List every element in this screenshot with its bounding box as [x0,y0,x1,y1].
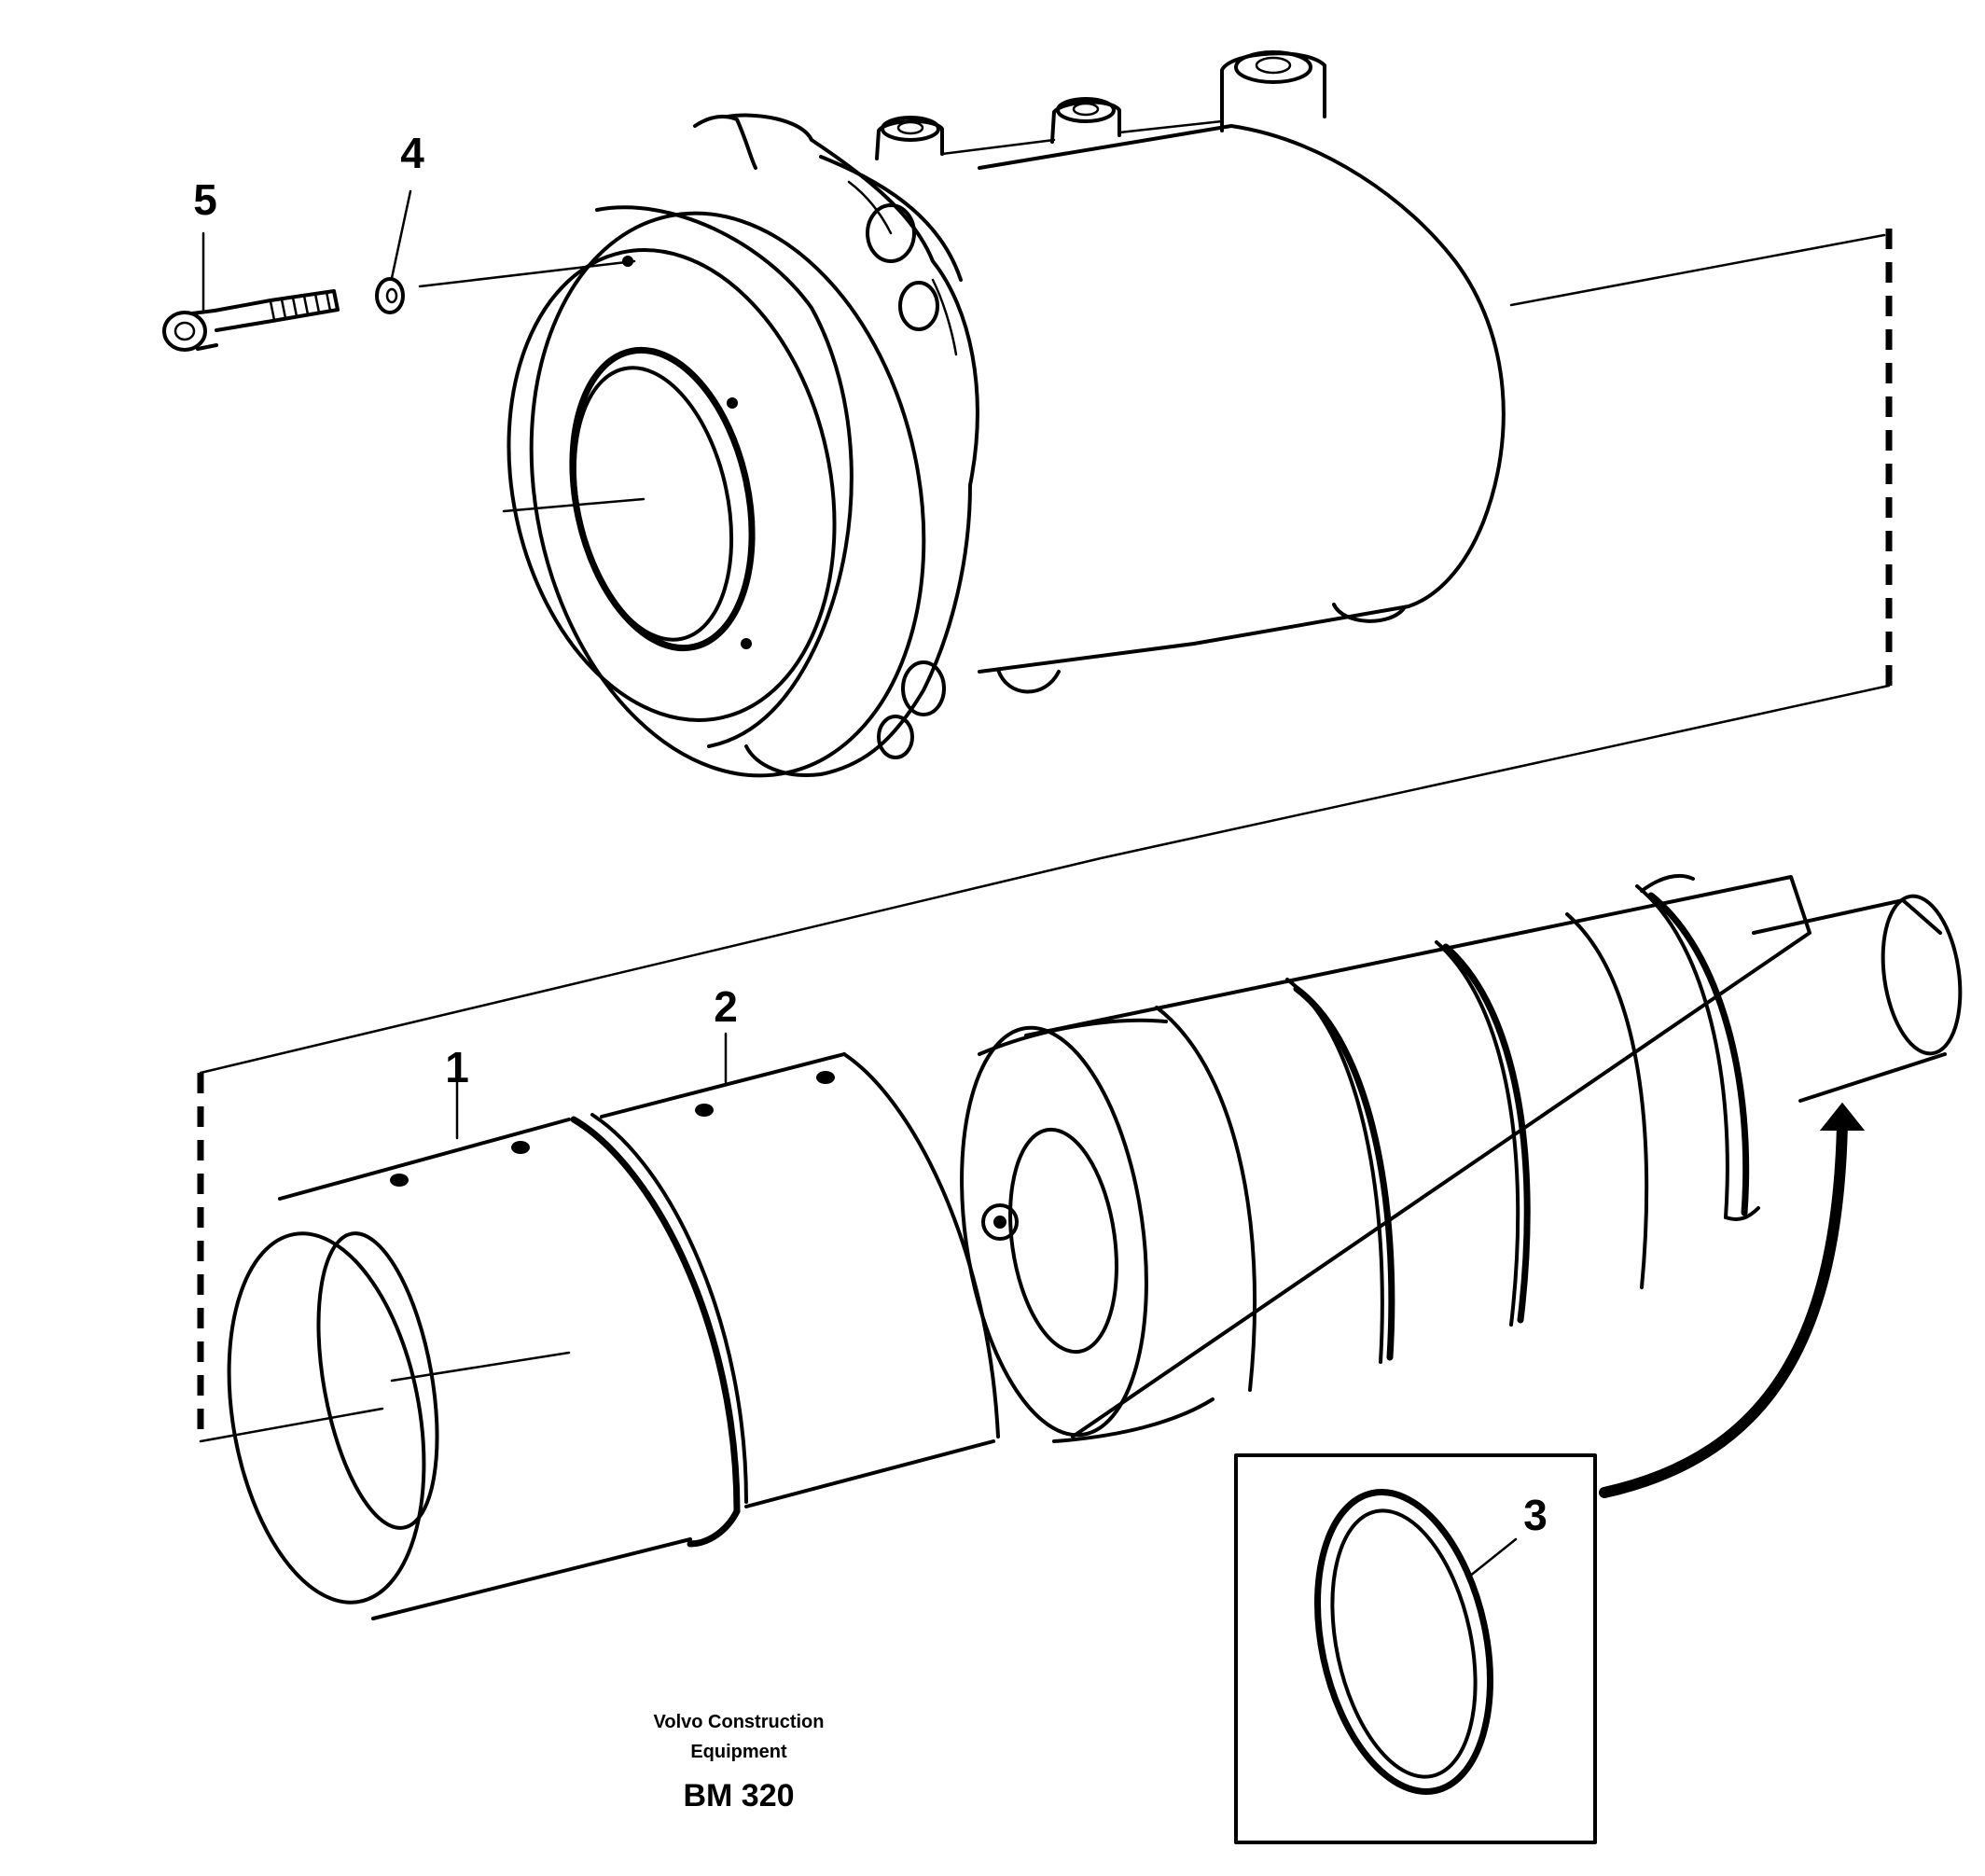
callout-1: 1 [445,1043,469,1091]
pointer-arrow [1599,1102,1866,1498]
housing-axis [502,497,645,513]
assembly-axis-bolt [418,259,636,288]
housing-axis-rear [1509,233,1886,307]
piston-rod-assembly [960,873,1963,1443]
callout-5: 5 [193,175,217,224]
callout-2: 2 [714,982,738,1031]
cylinder-housing [507,50,1506,778]
link-line [199,684,1891,1075]
callout-3: 3 [1523,1491,1548,1539]
brand-line-2: Equipment [690,1742,787,1762]
diagram-code: BM 320 [683,1778,794,1813]
seal-inset [1234,1453,1597,1844]
washer-part [375,277,405,314]
callout-4: 4 [400,129,424,177]
link-line-lower [199,1407,384,1443]
bolt-part [162,289,340,352]
guide-part [227,1118,692,1620]
leader-line-4 [390,189,412,280]
sleeve-part [570,1052,1000,1548]
brand-line-1: Volvo Construction [654,1712,825,1732]
